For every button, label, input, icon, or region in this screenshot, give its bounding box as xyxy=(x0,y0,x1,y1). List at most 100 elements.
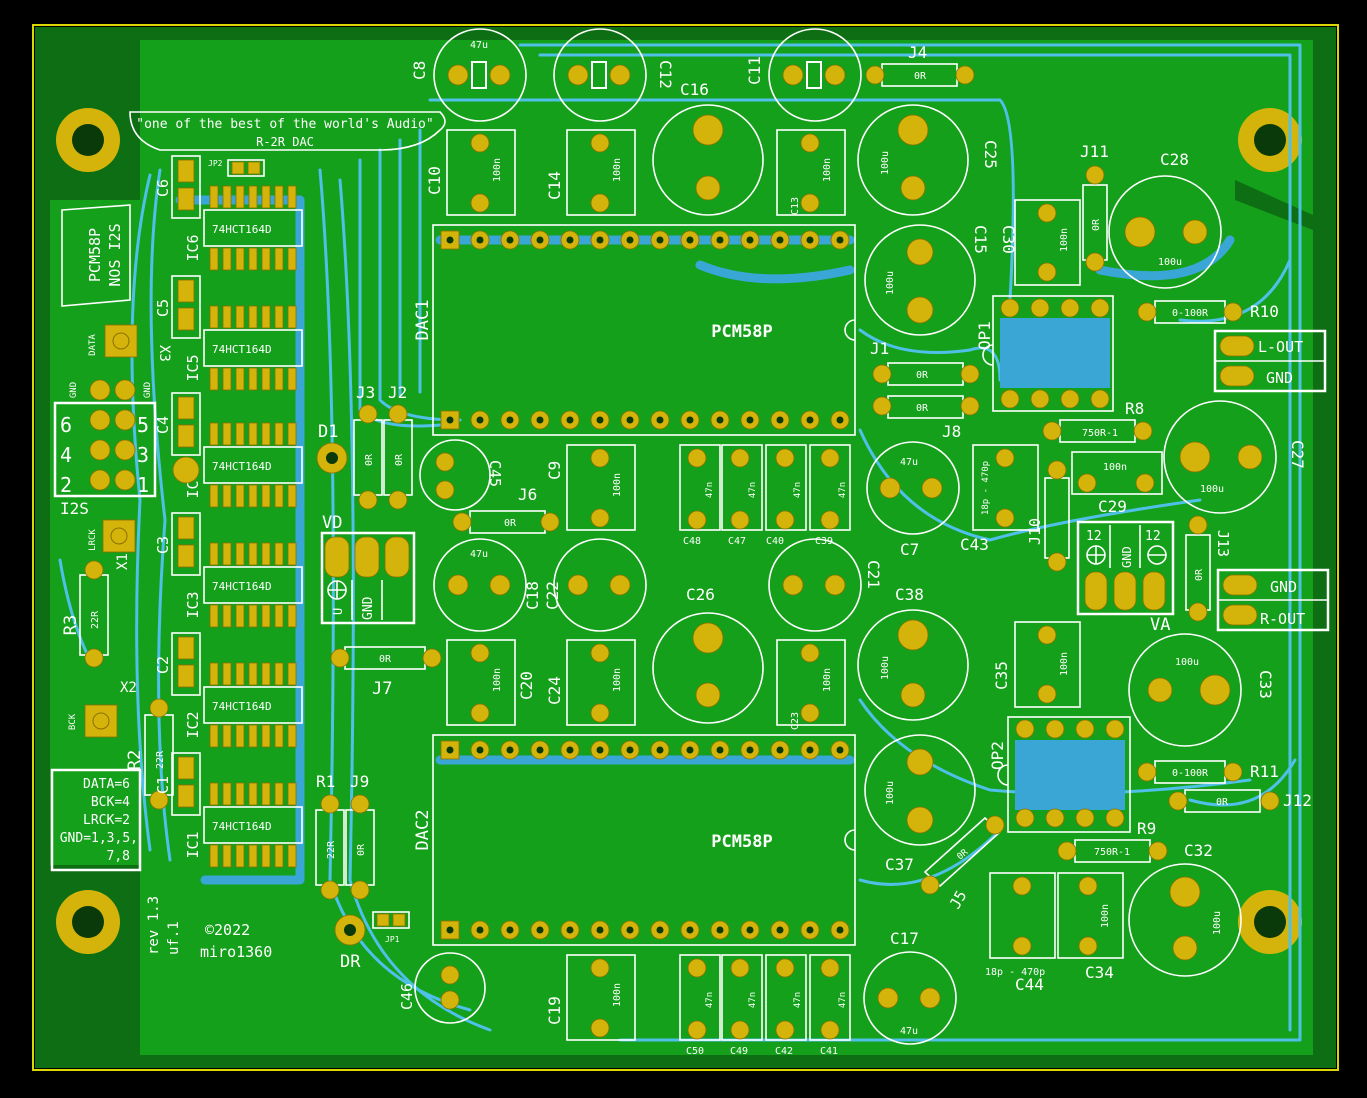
svg-text:C46: C46 xyxy=(398,983,416,1010)
svg-text:47n: 47n xyxy=(838,992,848,1008)
svg-text:C25: C25 xyxy=(981,140,1000,169)
svg-text:J7: J7 xyxy=(372,679,392,699)
cap-c11: C11 xyxy=(745,28,862,122)
svg-text:J12: J12 xyxy=(1283,791,1312,810)
svg-text:100n: 100n xyxy=(612,473,623,497)
ic-part: 74HCT164D xyxy=(212,580,272,593)
svg-text:LRCK=2: LRCK=2 xyxy=(83,813,130,828)
svg-text:X1: X1 xyxy=(115,553,131,570)
svg-text:C44: C44 xyxy=(1015,975,1044,994)
svg-text:C24: C24 xyxy=(545,676,564,705)
cap-c19: 100n C19 xyxy=(545,954,636,1041)
svg-text:C29: C29 xyxy=(1098,497,1127,516)
svg-text:100n: 100n xyxy=(612,668,623,692)
film-capacitors: 100n C10 100n C14 100n C13 100n C30 100n… xyxy=(425,129,1163,1041)
svg-text:7,8: 7,8 xyxy=(107,849,130,864)
svg-text:100u: 100u xyxy=(1200,484,1224,495)
r2-resistor: 22R R2 xyxy=(125,698,174,810)
cap-c38: 100u C38 xyxy=(857,585,969,721)
cap-c21: C21 xyxy=(768,538,883,632)
svg-text:R8: R8 xyxy=(1125,399,1144,418)
svg-text:0R: 0R xyxy=(364,453,375,466)
svg-text:C33: C33 xyxy=(1256,670,1275,699)
cap-c20: 100n C20 xyxy=(446,639,536,726)
svg-text:J3: J3 xyxy=(356,383,375,402)
svg-text:100u: 100u xyxy=(1212,911,1223,935)
ic-part: 74HCT164D xyxy=(212,343,272,356)
svg-text:0R: 0R xyxy=(1216,797,1229,808)
svg-text:C28: C28 xyxy=(1160,150,1189,169)
mount-hole-bl xyxy=(56,890,120,954)
svg-text:100u: 100u xyxy=(880,151,891,175)
svg-text:18p - 470p: 18p - 470p xyxy=(981,461,991,515)
svg-text:R9: R9 xyxy=(1137,819,1156,838)
svg-text:R-OUT: R-OUT xyxy=(1260,610,1305,628)
svg-text:100n: 100n xyxy=(1100,904,1111,928)
svg-text:47n: 47n xyxy=(705,992,715,1008)
mount-hole-tl xyxy=(56,108,120,172)
svg-text:I2S: I2S xyxy=(60,499,89,518)
cap-c1: C1 xyxy=(154,752,201,816)
j11-jumper: 0R J11 xyxy=(1080,142,1109,272)
svg-text:J2: J2 xyxy=(388,383,407,402)
svg-text:NOS I2S: NOS I2S xyxy=(106,223,124,286)
cap-c39: 47n C39 xyxy=(809,444,851,547)
svg-text:100n: 100n xyxy=(492,158,503,182)
cap-c35: 100n C35 xyxy=(992,621,1081,708)
svg-text:R1: R1 xyxy=(316,772,335,791)
cap-c40: 47n C40 xyxy=(765,444,807,547)
x1-connector: X1 LRCK xyxy=(88,519,136,570)
svg-text:C47: C47 xyxy=(728,536,746,547)
svg-text:rev 1.3: rev 1.3 xyxy=(146,896,162,955)
cap-c22: C22 xyxy=(543,538,647,632)
svg-text:12: 12 xyxy=(1086,529,1102,544)
cap-c16: C16 xyxy=(652,80,764,216)
r9-resistor: 750R-1 R9 xyxy=(1057,819,1168,863)
svg-text:C30: C30 xyxy=(999,225,1018,254)
svg-text:C45: C45 xyxy=(486,460,504,487)
svg-text:47n: 47n xyxy=(748,992,758,1008)
cap-c8: 47u C8 xyxy=(410,28,527,122)
svg-text:DATA: DATA xyxy=(88,334,98,356)
va-power-connector: 12 GND 12 VA xyxy=(1076,520,1175,635)
j13-jumper: 0R J13 xyxy=(1185,515,1232,622)
svg-text:J4: J4 xyxy=(908,43,927,62)
cap-c32: 100u C32 xyxy=(1128,841,1242,977)
cap-c33: 100u C33 xyxy=(1128,633,1275,747)
pin-legend: DATA=6 BCK=4 LRCK=2 GND=1,3,5, 7,8 xyxy=(50,768,142,872)
svg-text:OP2: OP2 xyxy=(988,741,1007,770)
x2-connector: X2 BCK xyxy=(68,680,137,738)
ic-part: 74HCT164D xyxy=(212,700,272,713)
cap-c26: C26 xyxy=(652,585,764,724)
svg-text:DAC1: DAC1 xyxy=(413,300,433,341)
svg-text:BCK: BCK xyxy=(68,713,78,730)
svg-text:VD: VD xyxy=(322,513,342,533)
cap-c25: 100u C25 xyxy=(857,104,1000,216)
svg-text:X2: X2 xyxy=(120,680,137,696)
svg-text:C9: C9 xyxy=(545,461,564,480)
svg-text:12: 12 xyxy=(1145,529,1161,544)
banner-line2: R-2R DAC xyxy=(256,135,314,149)
cap-c45: C45 xyxy=(419,439,504,511)
svg-text:C43: C43 xyxy=(960,535,989,554)
svg-text:BCK=4: BCK=4 xyxy=(91,795,130,810)
svg-text:GND: GND xyxy=(69,382,79,398)
cap-c17: 47u C17 xyxy=(863,929,957,1045)
svg-text:C26: C26 xyxy=(686,585,715,604)
cap-c27: 100u C27 xyxy=(1163,400,1307,514)
svg-text:D1: D1 xyxy=(318,422,338,442)
svg-text:47n: 47n xyxy=(838,482,848,498)
jp1-jumper: JP1 xyxy=(372,911,410,944)
svg-text:J6: J6 xyxy=(518,485,537,504)
svg-text:C42: C42 xyxy=(775,1046,793,1057)
svg-text:C22: C22 xyxy=(543,581,562,610)
svg-text:C49: C49 xyxy=(730,1046,748,1057)
svg-text:C11: C11 xyxy=(745,56,764,85)
ic-part: 74HCT164D xyxy=(212,460,272,473)
svg-text:DATA=6: DATA=6 xyxy=(83,777,130,792)
svg-text:100n: 100n xyxy=(822,158,833,182)
svg-text:100n: 100n xyxy=(1059,228,1070,252)
cap-c44: 18p - 470p C44 xyxy=(985,872,1056,994)
